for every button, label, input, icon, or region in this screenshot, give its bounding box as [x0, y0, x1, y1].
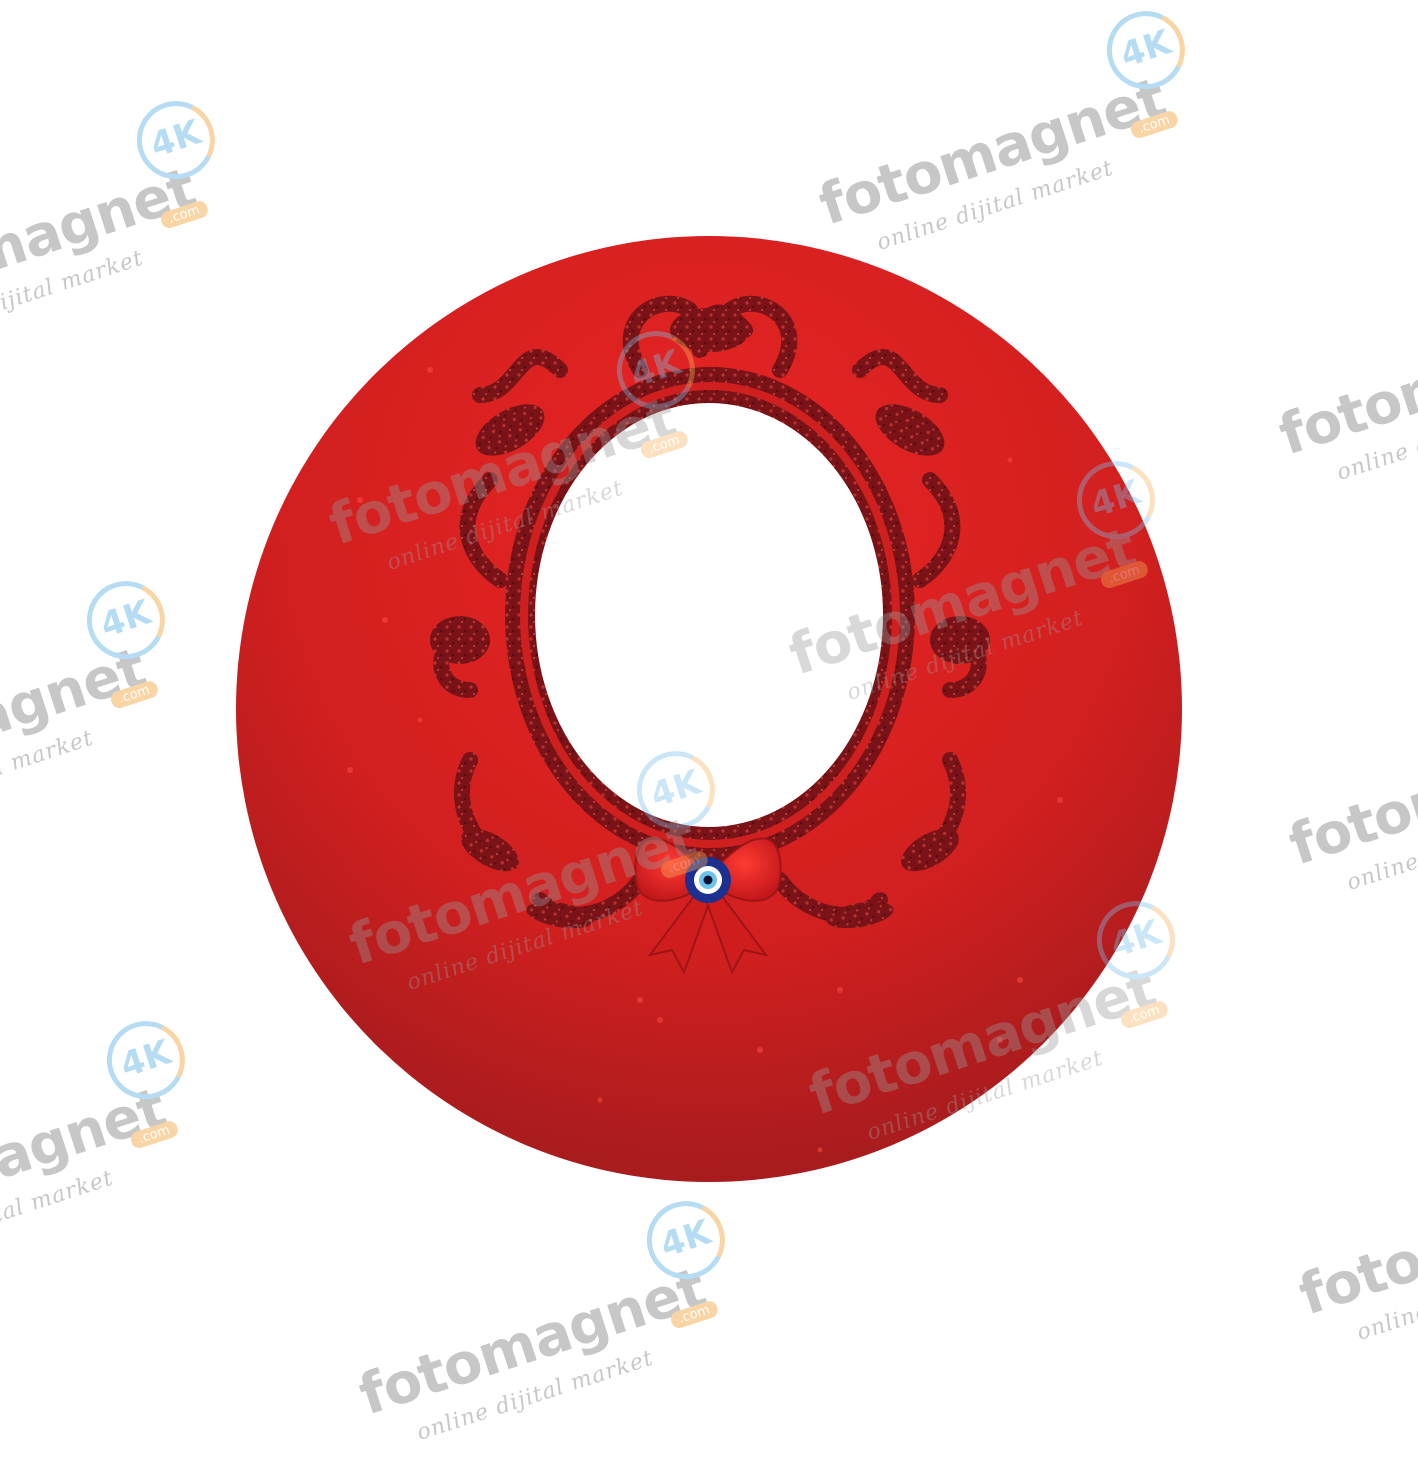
sparkle-stars [347, 367, 1063, 1153]
ornate-oval-frame-icon [430, 295, 990, 929]
round-magnet-design [236, 236, 1182, 1182]
evil-eye-bead-icon [685, 857, 731, 903]
photo-opening[interactable] [535, 403, 883, 827]
